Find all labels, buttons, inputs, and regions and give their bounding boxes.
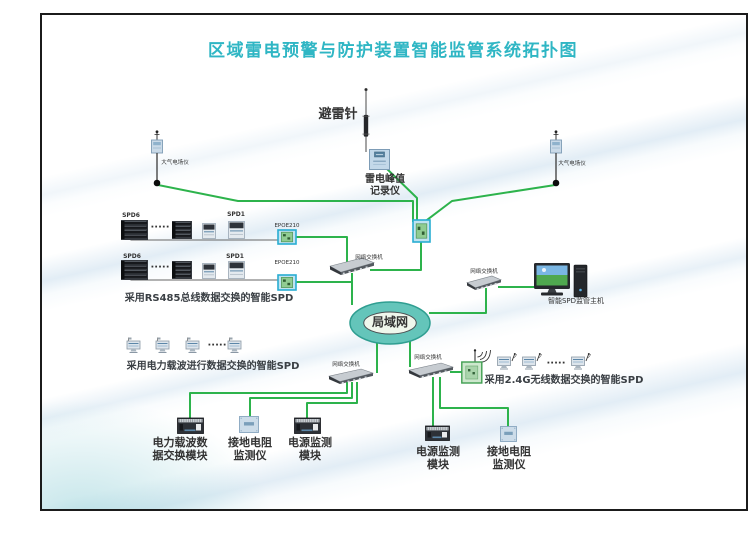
supervision-host-icon — [534, 262, 590, 300]
recorder-label-line1: 雷电峰值 — [365, 174, 405, 185]
recorder-label: 雷电峰值记录仪 — [365, 174, 405, 197]
wireless-spd-a-icon — [497, 352, 517, 370]
spd-small-row2-a-icon — [202, 263, 216, 279]
dots-row2: ····· — [150, 262, 170, 273]
switch-bottom-left-label: 网络交换机 — [332, 362, 360, 368]
spd-small-row1-b-icon — [228, 221, 245, 239]
epoe-row2-label: EPOE210 — [274, 260, 300, 266]
spd-small-row2-b-icon — [228, 261, 245, 279]
field-meter-left-icon — [145, 130, 169, 188]
power-module-left-label-line2: 模块 — [299, 448, 321, 462]
carrier-module-label-line2: 据交换模块 — [152, 448, 208, 462]
carrier-module-label: 电力载波数据交换模块 — [152, 436, 208, 462]
network-link-line — [425, 183, 557, 222]
network-link-line — [296, 236, 348, 264]
background-corner-glow — [42, 399, 272, 509]
wireless-spd-b-icon — [522, 352, 542, 370]
power-module-right-icon — [425, 424, 450, 442]
network-link-line — [306, 382, 358, 419]
spd-stack-row2-a-icon — [121, 260, 148, 280]
network-link-line — [156, 183, 414, 222]
spd1-row2-label: SPD1 — [226, 253, 244, 260]
diagram-frame — [40, 13, 748, 511]
switch-right-label: 网络交换机 — [470, 269, 498, 275]
ground-meter-left-label-line1: 接地电阻 — [228, 436, 272, 449]
dots-row1: ····· — [150, 222, 170, 233]
carrier-spd-a-icon — [126, 337, 143, 354]
collector-module-icon — [412, 219, 431, 243]
spd1-row1-label: SPD1 — [227, 211, 245, 218]
host-label: 智能SPD监管主机 — [547, 297, 605, 305]
epoe-row2-icon — [277, 274, 297, 291]
power-module-right-label-line2: 模块 — [427, 457, 449, 471]
carrier-module-label-line1: 电力载波数 — [152, 436, 208, 449]
spd6-row1-label: SPD6 — [122, 212, 140, 219]
wireless-module-icon — [461, 347, 495, 384]
ground-meter-left-label: 接地电阻监测仪 — [228, 436, 272, 462]
power-module-right-label-line1: 电源监测 — [416, 445, 460, 458]
carrier-module-icon — [177, 416, 204, 435]
network-link-line — [439, 377, 509, 429]
ground-meter-left-icon — [239, 416, 259, 433]
network-switch-top-icon — [329, 257, 375, 276]
network-switch-right-icon — [466, 275, 502, 291]
epoe-row1-label: EPOE210 — [274, 223, 300, 229]
spd-stack-row2-b-icon — [172, 261, 192, 279]
ground-meter-right-label-line1: 接地电阻 — [487, 445, 531, 458]
ground-meter-right-icon — [500, 426, 517, 442]
field-meter-left-label: 大气电场仪 — [161, 160, 189, 166]
carrier-spd-b-icon — [155, 337, 172, 354]
power-module-left-label-line1: 电源监测 — [288, 436, 332, 449]
field-meter-right-label: 大气电场仪 — [558, 161, 586, 167]
ground-meter-left-label-line2: 监测仪 — [233, 448, 267, 462]
network-link-line — [429, 288, 487, 314]
rs485-caption: 采用RS485总线数据交换的智能SPD — [124, 293, 294, 304]
carrier-caption: 采用电力载波进行数据交换的智能SPD — [126, 361, 300, 372]
recorder-label-line2: 记录仪 — [370, 185, 400, 197]
ground-meter-right-label: 接地电阻监测仪 — [487, 445, 531, 471]
power-module-left-icon — [294, 416, 321, 435]
spd6-row2-label: SPD6 — [123, 253, 141, 260]
spd-stack-row1-b-icon — [172, 221, 192, 239]
network-link-line — [370, 241, 422, 271]
lan-ellipse — [349, 301, 431, 345]
field-meter-right-icon — [544, 130, 568, 188]
carrier-spd-d-icon — [227, 337, 244, 354]
network-link-line — [384, 166, 418, 222]
page-title: 区域雷电预警与防护装置智能监管系统拓扑图 — [208, 41, 578, 61]
wireless-spd-c-icon — [571, 352, 591, 370]
spd-stack-row1-a-icon — [121, 220, 148, 240]
dots-wireless: ····· — [546, 358, 566, 369]
wireless-caption: 采用2.4G无线数据交换的智能SPD — [484, 375, 644, 386]
recorder-icon — [369, 149, 390, 170]
switch-top-label: 网络交换机 — [355, 255, 383, 261]
lan-label: 局域网 — [371, 315, 409, 329]
network-link-line — [249, 382, 353, 419]
dots-carrier: ····· — [207, 340, 227, 351]
lightning-rod-icon — [360, 88, 372, 152]
network-link-line — [189, 382, 348, 419]
network-switch-bottom-right-icon — [408, 362, 455, 379]
power-module-right-label: 电源监测模块 — [416, 445, 460, 471]
network-switch-bottom-left-icon — [328, 368, 375, 385]
spd-small-row1-a-icon — [202, 223, 216, 239]
lightning-rod-label: 避雷针 — [318, 107, 358, 122]
power-module-left-label: 电源监测模块 — [288, 436, 332, 462]
epoe-row1-icon — [277, 229, 297, 245]
switch-bottom-right-label: 网络交换机 — [414, 355, 442, 361]
carrier-spd-c-icon — [185, 337, 202, 354]
ground-meter-right-label-line2: 监测仪 — [492, 457, 526, 471]
